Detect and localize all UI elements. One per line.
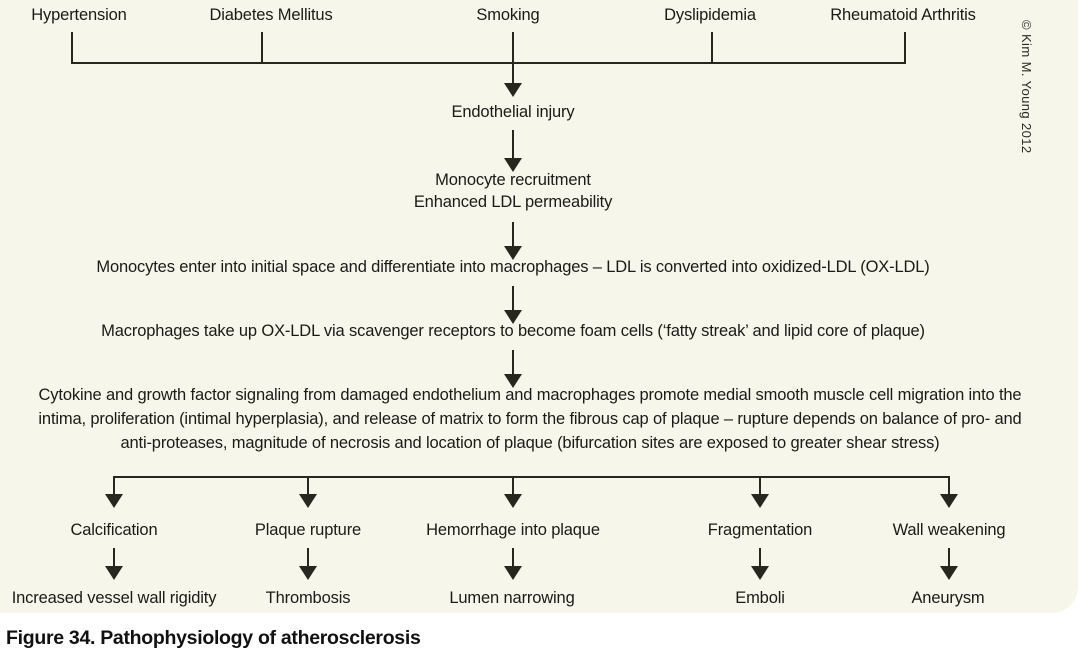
riser-diabetes-mellitus [261,32,263,63]
arrow-line-to-monocyte-differentiation [512,222,514,252]
outcome-riser-hemorrhage [512,476,514,498]
node-increased-vessel-wall-rigidity: Increased vessel wall rigidity [11,589,217,607]
risk-factor-label-diabetes-mellitus: Diabetes Mellitus [209,6,333,24]
riser-rheumatoid-arthritis [904,32,906,63]
riser-dyslipidemia [711,32,713,63]
arrow-line-to-monocyte-recruitment [512,130,514,162]
arrow-head-calcification [105,494,123,508]
copyright-notice: © Kim M. Young 2012 [1019,20,1034,154]
risk-factor-label-rheumatoid-arthritis: Rheumatoid Arthritis [830,6,976,24]
outcome-bus [113,476,949,478]
node-fragmentation: Fragmentation [707,521,813,539]
arrow-head-hemorrhage [504,494,522,508]
arrow-line-rupture-to-thrombosis [307,548,309,570]
node-hemorrhage: Hemorrhage into plaque [426,521,600,539]
node-lumen-narrowing: Lumen narrowing [449,589,575,607]
arrow-head-wall-weakening [940,494,958,508]
arrow-line-to-endothelial-injury [512,32,514,86]
riser-hypertension [71,32,73,63]
outcome-riser-calcification [113,476,115,498]
node-emboli: Emboli [735,589,785,607]
node-cytokine-signaling: Cytokine and growth factor signaling fro… [38,386,1022,452]
arrow-head-increased-vessel-wall-rigidity [105,566,123,580]
figure-caption: Figure 34. Pathophysiology of atheroscle… [6,627,421,649]
outcome-riser-wall-weakening [948,476,950,498]
risk-factor-label-hypertension: Hypertension [31,6,127,24]
node-foam-cells: Macrophages take up OX-LDL via scavenger… [101,322,925,340]
arrow-head-aneurysm [940,566,958,580]
node-plaque-rupture: Plaque rupture [254,521,362,539]
arrow-head-lumen-narrowing [504,566,522,580]
node-monocyte-differentiation: Monocytes enter into initial space and d… [96,258,930,276]
arrow-head-thrombosis [299,566,317,580]
arrow-line-fragmentation-to-emboli [759,548,761,570]
risk-factor-label-smoking: Smoking [476,6,540,24]
arrow-line-weakening-to-aneurysm [948,548,950,570]
arrow-head-to-monocyte-differentiation [504,246,522,260]
node-monocyte-recruitment-line1: Monocyte recruitment [435,171,591,189]
arrow-line-to-cytokine-signaling [512,350,514,380]
figure-panel: Hypertension Diabetes Mellitus Smoking D… [0,0,1078,613]
node-monocyte-recruitment: Monocyte recruitment Enhanced LDL permea… [0,170,1026,214]
arrow-line-to-foam-cells [512,286,514,316]
outcome-riser-plaque-rupture [307,476,309,498]
arrow-head-plaque-rupture [299,494,317,508]
node-thrombosis: Thrombosis [265,589,351,607]
node-aneurysm: Aneurysm [911,589,985,607]
node-endothelial-injury: Endothelial injury [451,103,575,121]
risk-factor-bus [71,62,906,64]
node-calcification: Calcification [70,521,158,539]
node-wall-weakening: Wall weakening [892,521,1006,539]
arrow-head-emboli [751,566,769,580]
arrow-head-fragmentation [751,494,769,508]
arrow-head-to-monocyte-recruitment [504,158,522,172]
risk-factor-label-dyslipidemia: Dyslipidemia [664,6,756,24]
arrow-line-calcification-to-rigidity [113,548,115,570]
arrow-head-to-endothelial-injury [504,83,522,97]
arrow-head-to-foam-cells [504,310,522,324]
arrow-line-hemorrhage-to-lumen [512,548,514,570]
node-monocyte-recruitment-line2: Enhanced LDL permeability [413,192,613,211]
outcome-riser-fragmentation [759,476,761,498]
arrow-head-to-cytokine-signaling [504,374,522,388]
